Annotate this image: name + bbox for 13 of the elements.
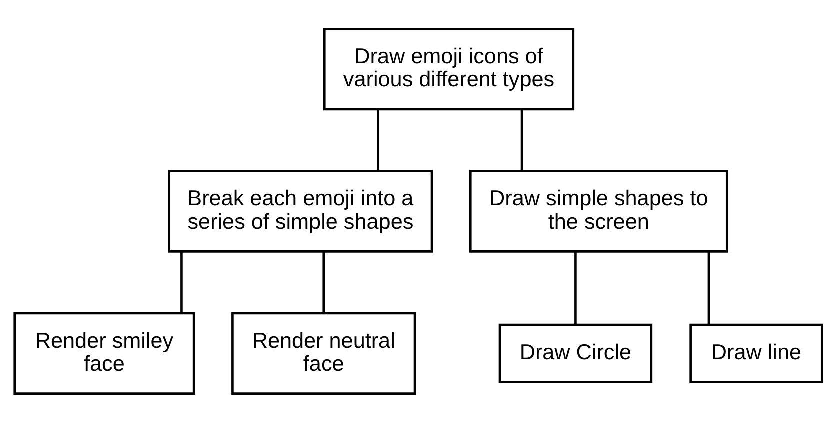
node-box: Break each emoji into a series of simple shapes — [168, 170, 434, 252]
connector — [520, 109, 524, 171]
node-box: Draw line — [690, 323, 824, 383]
node-box: Draw simple shapes to the screen — [469, 170, 728, 252]
connector — [180, 251, 183, 313]
node-box: Draw Circle — [498, 323, 653, 383]
connector — [322, 251, 326, 313]
node-box: Render neutral face — [232, 312, 416, 394]
connector — [574, 251, 577, 324]
node-box: Draw emoji icons of various different types — [323, 28, 575, 110]
connector — [708, 251, 710, 324]
node-box: Render smiley face — [14, 312, 196, 394]
connector — [377, 109, 380, 171]
